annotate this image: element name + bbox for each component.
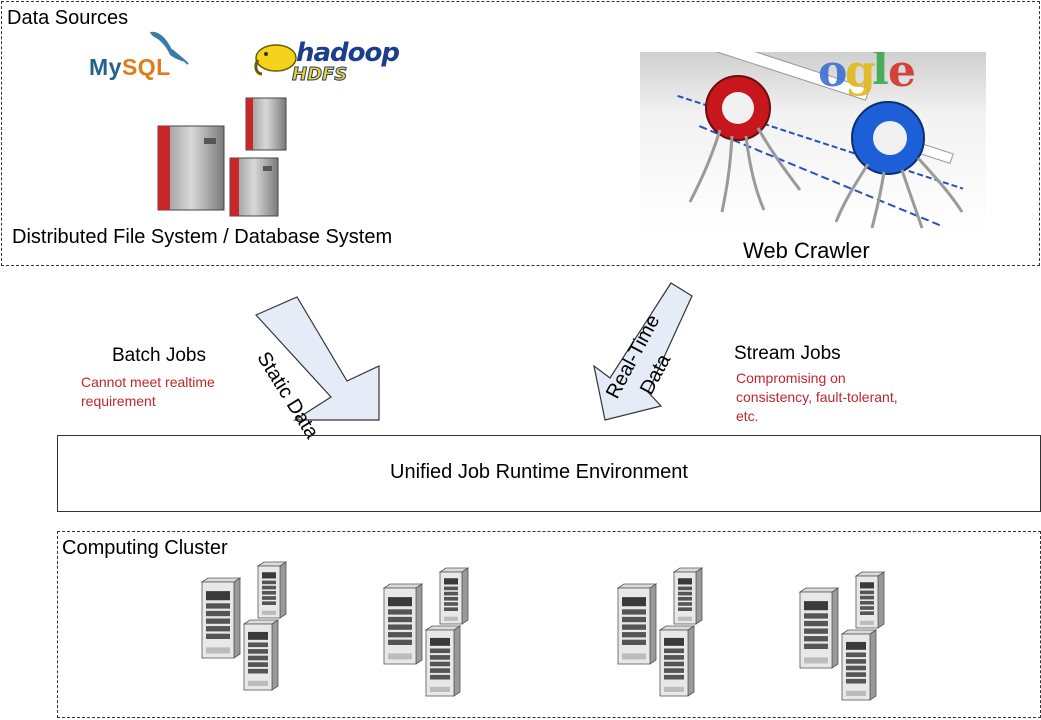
arrow-down-right-icon [254,296,380,421]
batch-jobs-note-line1: Cannot meet realtime [81,374,215,390]
mainframe-server-icon [157,97,287,217]
server-tower-icon [382,567,470,697]
arrow-down-left-icon [593,282,693,421]
stream-jobs-title: Stream Jobs [734,343,841,364]
server-group-4 [796,570,892,709]
data-sources-box [1,1,1040,266]
server-tower-icon [798,571,886,701]
elephant-icon [254,44,297,76]
static-data-arrow: Static Data [252,296,381,443]
server-group-2 [380,566,476,705]
hdfs-logo-text: HDFS [291,64,348,86]
mysql-logo: MySQL [88,28,200,82]
data-sources-title: Data Sources [7,7,129,29]
hadoop-logo: hadoop HDFS [252,36,414,88]
server-tower-icon [616,567,704,697]
web-crawler-label: Web Crawler [743,238,870,263]
server-tower-icon [200,561,288,691]
svg-text:o: o [818,52,847,97]
spider-robot-icon: o g l e [677,52,964,229]
runtime-label: Unified Job Runtime Environment [390,461,688,483]
dolphin-icon [150,31,189,65]
stream-jobs-note-line2: consistency, fault-tolerant, [736,389,898,405]
stream-jobs-note-line1: Compromising on [736,370,846,386]
computing-cluster-title: Computing Cluster [62,537,228,559]
svg-text:e: e [888,52,916,97]
mysql-logo-text: MySQL [89,54,171,80]
batch-jobs-note-line2: requirement [81,393,156,409]
web-crawler-image: o g l e [640,52,986,231]
dfs-label: Distributed File System / Database Syste… [12,226,393,248]
server-group-3 [614,566,710,705]
server-group-1 [198,560,294,699]
stream-jobs-note-line3: etc. [736,408,759,424]
real-time-data-arrow: Real-Time Data [590,282,694,422]
svg-text:g: g [845,52,876,97]
storage-servers [150,92,295,218]
svg-text:l: l [872,52,889,95]
batch-jobs-title: Batch Jobs [112,345,206,366]
hadoop-logo-text: hadoop [296,38,400,68]
